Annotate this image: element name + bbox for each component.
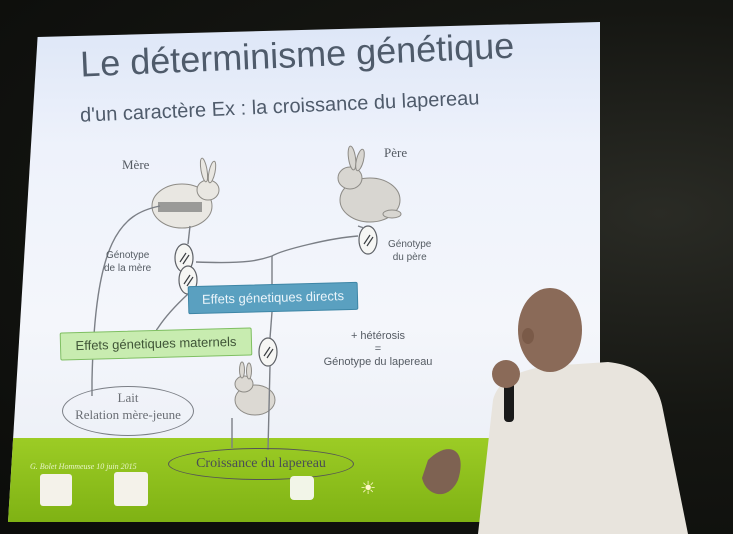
father-label: Père xyxy=(384,145,408,160)
heterosis-text: + hétérosis = Génotype du lapereau xyxy=(323,330,433,368)
mother-label: Mère xyxy=(122,157,150,172)
direct-effects-box: Effets génetiques directs xyxy=(187,281,359,315)
milk-relation-ellipse: Lait Relation mère-jeune xyxy=(62,386,194,436)
sun-icon: ☀ xyxy=(360,478,377,498)
rabbit-young-icon xyxy=(234,361,276,416)
rabbit-father-icon xyxy=(337,145,402,223)
logo-icon xyxy=(290,476,314,500)
footer-credit: G. Bolet Hommeuse 10 juin 2015 xyxy=(30,462,137,471)
logo-icon xyxy=(40,474,72,506)
presenter-person xyxy=(422,288,688,534)
logo-icon xyxy=(114,472,148,506)
rabbit-mother-icon xyxy=(151,157,220,229)
chromosome-icon xyxy=(174,225,378,367)
growth-ellipse: Croissance du lapereau xyxy=(168,448,354,480)
maternal-effects-box: Effets génetiques maternels xyxy=(59,327,253,361)
